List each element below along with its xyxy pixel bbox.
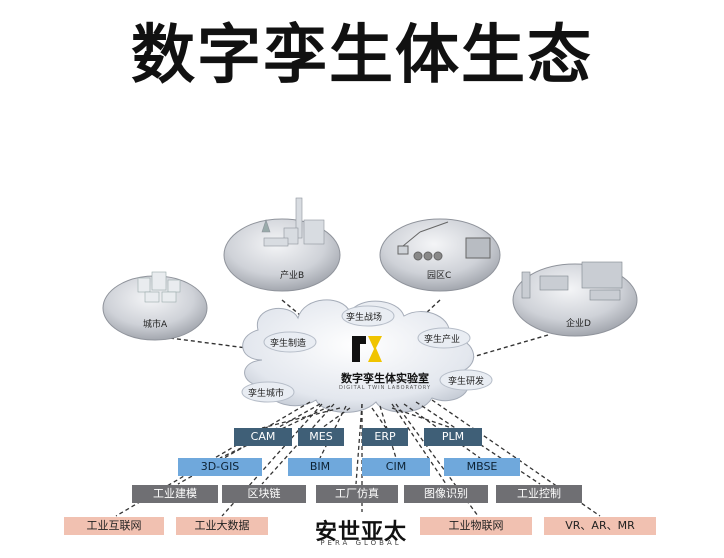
platform-industry-label: 产业B [280, 271, 305, 281]
brand-subtitle: PERA GLOBAL [320, 539, 402, 547]
cloud-label-strategy: 孪生战场 [346, 313, 383, 323]
lab-logo-icon [352, 336, 382, 362]
platform-park [379, 218, 501, 292]
tech-cam: CAM [234, 428, 292, 446]
lab-subtitle: DIGITAL TWIN LABORATORY [338, 385, 432, 391]
tech-industrial-control: 工业控制 [496, 485, 582, 503]
tech-cim: CIM [362, 458, 430, 476]
connector-mbse [403, 403, 481, 459]
platform-park-label: 园区C [427, 271, 452, 281]
platform-city [102, 271, 208, 341]
page-title: 数字孪生体生态 [131, 19, 593, 93]
tech-industrial-bigdata: 工业大数据 [176, 517, 268, 535]
tech-industrial-modeling: 工业建模 [132, 485, 218, 503]
tech-mes: MES [298, 428, 344, 446]
tech-bim: BIM [288, 458, 352, 476]
connector-cim [379, 405, 397, 459]
cloud-label-city: 孪生城市 [248, 389, 285, 399]
tech-vr-ar-mr: VR、AR、MR [544, 517, 656, 535]
platform-enterprise-label: 企业D [566, 319, 591, 329]
tech-plm: PLM [424, 428, 482, 446]
tech-erp: ERP [362, 428, 408, 446]
platform-city-label: 城市A [143, 320, 168, 330]
cloud-label-industry: 孪生产业 [424, 335, 461, 345]
platform-enterprise [512, 261, 638, 337]
tech-industrial-iot: 工业物联网 [420, 517, 532, 535]
connector-simulation [355, 403, 363, 485]
tech-blockchain: 区块链 [222, 485, 306, 503]
connector-mes [321, 407, 351, 429]
lab-name: 数字孪生体实验室 [341, 372, 429, 385]
tech-factory-simulation: 工厂仿真 [316, 485, 398, 503]
cloud-label-rnd: 孪生研发 [448, 377, 485, 387]
tech-mbse: MBSE [444, 458, 520, 476]
connector-blockchain [261, 403, 335, 485]
tech-industrial-internet: 工业互联网 [64, 517, 164, 535]
brand-logo: 安世亚太 [314, 520, 407, 545]
tech-image-recognition: 图像识别 [404, 485, 488, 503]
connector-erp [371, 407, 387, 429]
connector-control [415, 401, 541, 485]
platform-industry [223, 197, 341, 292]
connector-enterprise [461, 334, 549, 361]
cloud-label-manufacturing: 孪生制造 [270, 339, 307, 349]
connector-recognition [391, 403, 447, 485]
tech-3dgis: 3D-GIS [178, 458, 262, 476]
